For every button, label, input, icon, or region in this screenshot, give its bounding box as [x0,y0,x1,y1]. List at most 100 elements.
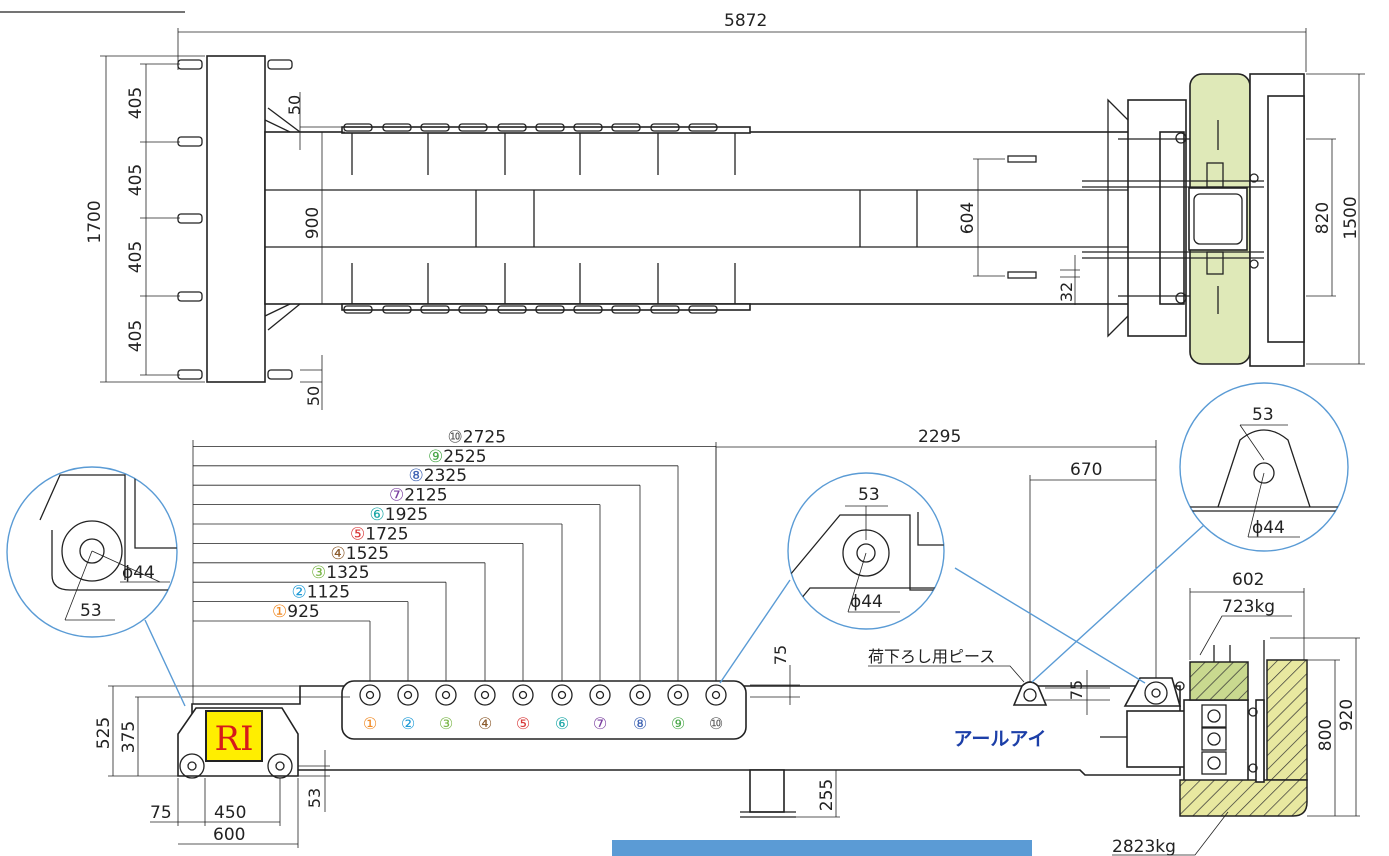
ri-logo [205,710,263,762]
flange-lug [573,305,603,314]
lifting-piece-label: 荷下ろし用ピース [868,647,995,666]
dim-flange-top: 50 [285,95,304,115]
dim-lug-height: 75 [1067,680,1086,700]
dim-height-525: 525 [94,717,114,749]
dim-bottom-53: 53 [305,788,324,808]
pin-number-label: ⑥ [555,714,569,733]
dim-height-375: 375 [119,721,139,753]
bottom-bar [612,840,1032,856]
flange-lug [458,305,488,314]
flange-lug [535,123,565,132]
pin-number-label: ⑩ [709,714,723,733]
pin-hole-inner [441,690,451,700]
dim-bottom-450: 450 [214,803,246,823]
flange-lug [611,305,641,314]
dim-right-inner: 820 [1313,202,1333,234]
flange-lug [650,123,680,132]
pin-hole-inner [673,690,683,700]
flange-lug [497,305,527,314]
dim-pitch-2: 405 [126,164,146,196]
dim-right-span: 2295 [918,427,961,447]
pin-hole-outer [435,684,457,706]
dim-beam-depth: 900 [303,207,323,239]
flange-lug [382,123,412,132]
pin-callout-text: ②1125 [292,583,351,603]
flange-lug [343,305,373,314]
pin-hole-outer [629,684,651,706]
pin-number-label: ⑦ [593,714,607,733]
detail-left-pitch: 53 [80,601,102,621]
pin-hole-outer [589,684,611,706]
dim-pin-row-height: 75 [771,645,790,665]
dim-right-outer: 1500 [1341,196,1361,239]
pin-callout-text: ⑨2525 [428,447,487,467]
pin-callout-text: ⑥1925 [370,505,429,525]
brand-label: アールアイ [954,728,1047,750]
pin-hole-inner [403,690,413,700]
weight-upper-label: 723kg [1222,597,1275,617]
dim-pitch-4: 405 [126,320,146,352]
counterweight-right [1266,659,1308,781]
flange-lug [343,123,373,132]
weight-lower-label: 2823kg [1112,837,1176,856]
flange-lug [688,123,718,132]
pin-hole-outer [512,684,534,706]
detail-middle-diameter: ϕ44 [850,592,883,612]
pin-callout-text: ⑧2325 [409,466,468,486]
detail-middle-pitch: 53 [858,485,880,505]
flange-lug [688,305,718,314]
pin-hole-outer [667,684,689,706]
ri-logo-text: RI [214,719,253,759]
pin-callout-text: ⑩2725 [448,427,507,447]
pin-hole-outer [474,684,496,706]
flange-lug [573,123,603,132]
flange-lug [458,123,488,132]
dim-leg: 255 [817,779,837,811]
flange-lug [382,305,412,314]
dim-lug-span: 670 [1070,460,1102,480]
dim-small-offset: 32 [1057,282,1076,302]
pin-hole-inner [595,690,605,700]
detail-right-pitch: 53 [1252,405,1274,425]
dim-height-800: 800 [1316,719,1336,751]
pin-hole-inner [557,690,567,700]
dim-inner-spacing: 604 [958,202,978,234]
detail-left-diameter: ϕ44 [122,563,155,583]
dim-flange-bottom: 50 [304,386,323,406]
dim-weight-span: 602 [1232,570,1264,590]
pin-hole-outer [551,684,573,706]
dim-bottom-75: 75 [150,803,172,823]
pin-number-label: ⑨ [671,714,685,733]
dim-overall-height: 1700 [85,200,105,243]
pin-callout-text: ④1525 [331,544,390,564]
pin-number-label: ③ [439,714,453,733]
flange-lug [650,305,680,314]
pin-number-label: ⑤ [516,714,530,733]
dim-pitch-1: 405 [126,87,146,119]
flange-lug [611,123,641,132]
pin-hole-inner [635,690,645,700]
dim-pitch-3: 405 [126,241,146,273]
pin-callout-text: ①925 [272,602,320,622]
dim-overall-length: 5872 [724,11,767,31]
pin-number-label: ⑧ [633,714,647,733]
dim-height-920: 920 [1337,699,1357,731]
pin-callout-text: ③1325 [311,563,370,583]
top-view: 5872 1700 405 405 405 [85,11,1365,410]
pin-hole-outer [705,684,727,706]
detail-right-diameter: ϕ44 [1252,518,1285,538]
dim-bottom-600: 600 [213,825,245,845]
pin-hole-outer [359,684,381,706]
detail-left: ϕ44 53 [6,466,186,707]
upper-weight-block [1189,661,1249,701]
pin-callout-text: ⑦2125 [389,486,448,506]
side-view: ①925②1125③1325④1525⑤1725⑥1925⑦2125⑧2325⑨… [94,427,1360,856]
pin-number-label: ② [401,714,415,733]
pin-hole-inner [365,690,375,700]
flange-lug [535,305,565,314]
detail-middle: 53 ϕ44 [719,472,1146,684]
pin-hole-outer [397,684,419,706]
pin-hole-inner [711,690,721,700]
